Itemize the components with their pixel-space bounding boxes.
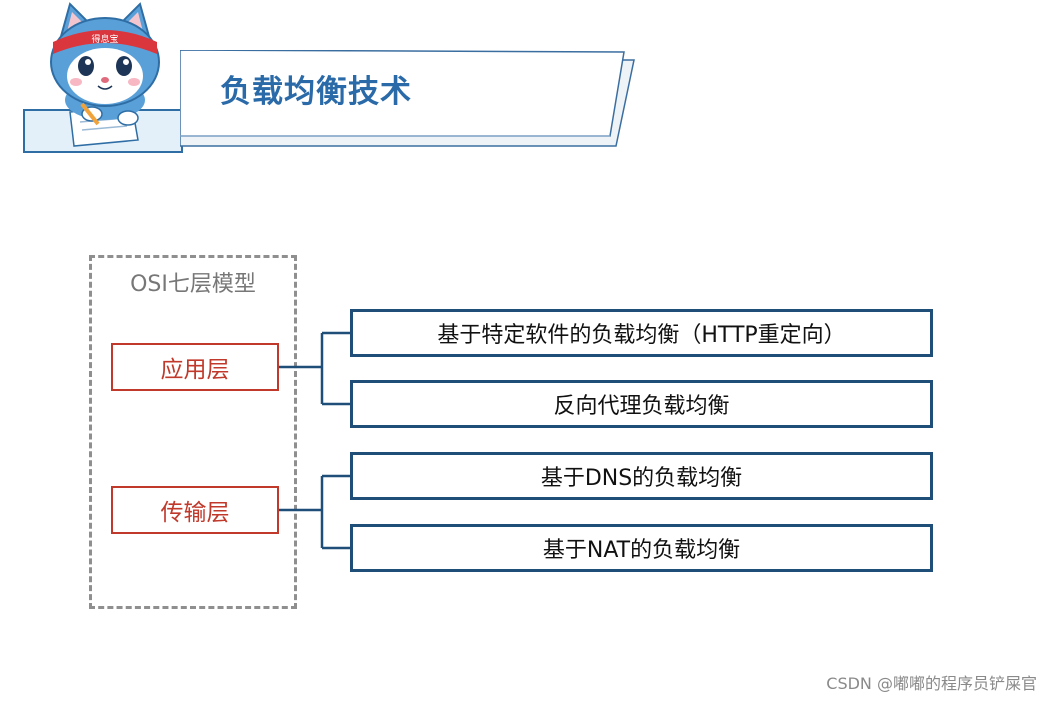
headband-text: 得息宝 [91, 33, 118, 45]
page-title: 负载均衡技术 [220, 74, 412, 110]
technique-box-reverse-proxy: 反向代理负载均衡 [350, 380, 933, 428]
title-banner [180, 50, 635, 147]
watermark: CSDN @嘟嘟的程序员铲屎官 [826, 674, 1037, 693]
application-layer-box: 应用层 [111, 343, 279, 391]
technique-box-nat: 基于NAT的负载均衡 [350, 524, 933, 572]
transport-layer-box: 传输层 [111, 486, 279, 534]
technique-box-http-redirect: 基于特定软件的负载均衡（HTTP重定向） [350, 309, 933, 357]
osi-model-frame [89, 255, 297, 609]
osi-model-title: OSI七层模型 [130, 272, 256, 297]
technique-box-dns: 基于DNS的负载均衡 [350, 452, 933, 500]
cat-mascot-icon: 得息宝 [23, 2, 183, 153]
